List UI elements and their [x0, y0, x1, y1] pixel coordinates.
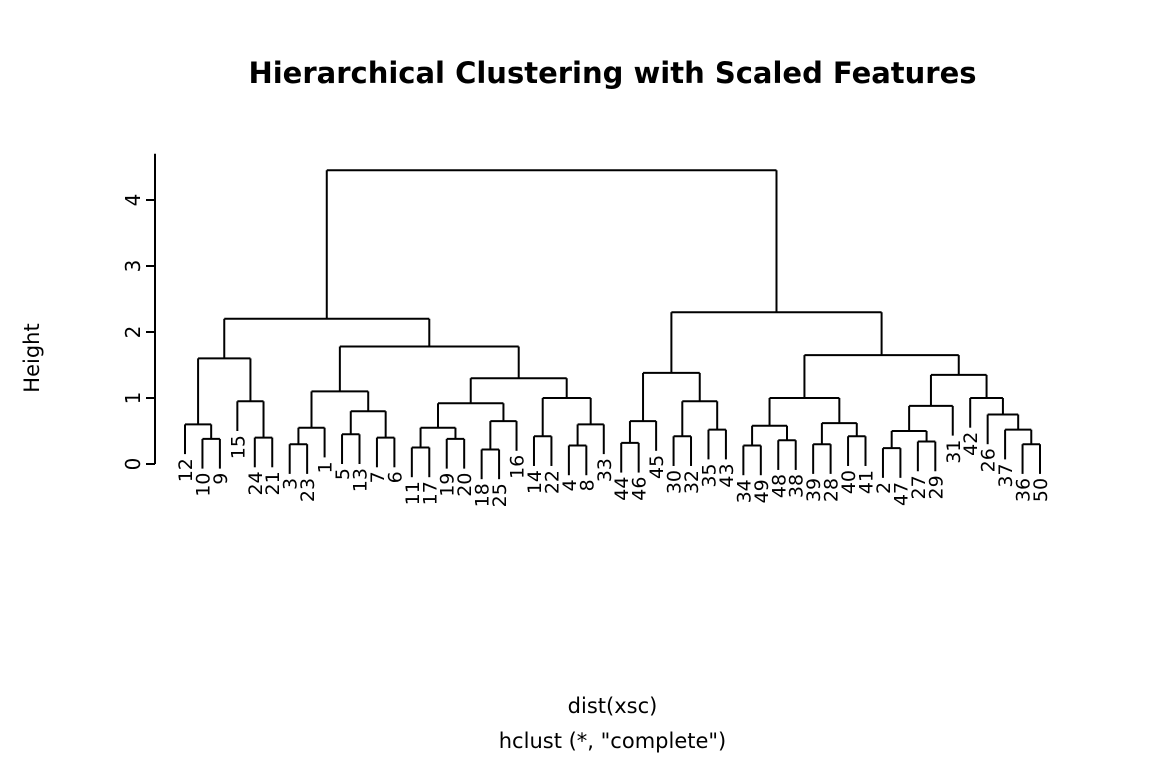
- leaf-label: 50: [1030, 478, 1052, 502]
- leaf-label: 6: [384, 471, 406, 483]
- plot-title: Hierarchical Clustering with Scaled Feat…: [248, 56, 977, 90]
- leaf-label: 34: [733, 479, 755, 503]
- y-tick-label: 2: [121, 326, 145, 339]
- y-tick-label: 3: [121, 260, 145, 273]
- leaf-label: 49: [751, 479, 773, 503]
- leaf-label: 8: [576, 479, 598, 491]
- leaf-label: 1: [315, 461, 337, 473]
- leaf-label: 11: [402, 481, 424, 505]
- x-axis-sublabel-hclust: hclust (*, "complete"): [498, 729, 727, 753]
- leaf-label: 31: [943, 440, 965, 464]
- leaf-label: 21: [262, 471, 284, 495]
- leaf-label: 27: [908, 475, 930, 499]
- leaf-label: 24: [245, 471, 267, 495]
- leaf-label: 15: [227, 435, 249, 459]
- y-tick-label: 1: [121, 392, 145, 405]
- leaf-label: 14: [524, 470, 546, 494]
- leaf-label: 22: [541, 470, 563, 494]
- leaf-label: 26: [978, 448, 1000, 472]
- leaf-label: 47: [890, 482, 912, 506]
- leaf-label: 13: [349, 468, 371, 492]
- leaf-label: 36: [1013, 478, 1035, 502]
- leaf-label: 2: [873, 482, 895, 494]
- leaf-label: 37: [995, 463, 1017, 487]
- leaf-label: 43: [716, 463, 738, 487]
- leaf-label: 30: [664, 470, 686, 494]
- leaf-label: 23: [297, 478, 319, 502]
- leaf-label: 17: [419, 481, 441, 505]
- leaf-label: 44: [611, 477, 633, 501]
- leaf-label: 12: [175, 458, 197, 482]
- leaf-label: 41: [856, 470, 878, 494]
- leaf-label: 20: [454, 473, 476, 497]
- leaf-label: 29: [925, 475, 947, 499]
- leaf-label: 33: [594, 458, 616, 482]
- leaf-label: 18: [472, 483, 494, 507]
- leaf-label: 42: [960, 432, 982, 456]
- leaf-label: 39: [803, 478, 825, 502]
- leaf-label: 3: [280, 478, 302, 490]
- leaf-label: 32: [681, 470, 703, 494]
- leaf-label: 25: [489, 483, 511, 507]
- y-tick-label: 4: [121, 194, 145, 207]
- leaf-label: 40: [838, 470, 860, 494]
- leaf-label: 48: [768, 474, 790, 498]
- leaf-label: 45: [646, 455, 668, 479]
- leaf-label: 5: [332, 468, 354, 480]
- leaf-label: 4: [559, 479, 581, 491]
- leaf-label: 7: [367, 471, 389, 483]
- leaf-label: 35: [698, 463, 720, 487]
- leaf-label: 38: [786, 474, 808, 498]
- leaf-label: 19: [437, 473, 459, 497]
- leaf-label: 9: [210, 473, 232, 485]
- y-tick-label: 0: [121, 458, 145, 471]
- leaf-label: 16: [507, 455, 529, 479]
- leaf-label: 28: [821, 478, 843, 502]
- leaf-label: 46: [629, 477, 651, 501]
- leaf-label: 10: [192, 473, 214, 497]
- x-axis-sublabel-dist: dist(xsc): [567, 694, 658, 718]
